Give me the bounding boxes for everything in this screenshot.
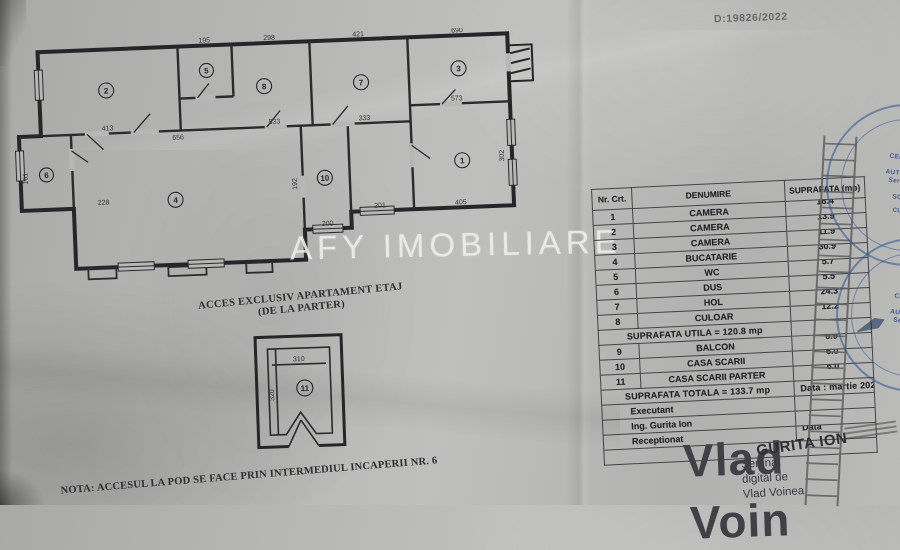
dim-201: 201 (374, 202, 386, 209)
paper-corner-shadow-bottomleft (0, 470, 46, 505)
attic-dim-310: 310 (293, 356, 305, 363)
dim-161: 161 (22, 173, 29, 185)
dim-573: 573 (451, 95, 463, 102)
handwritten-style-signature-cut: Voin (689, 493, 792, 549)
dim-333: 333 (358, 115, 370, 122)
room-number-8: 8 (262, 82, 267, 91)
room-number-3: 3 (456, 64, 461, 73)
dim-298: 298 (263, 35, 275, 42)
agency-watermark: AFY IMOBILIARE (289, 222, 622, 267)
room-number-1: 1 (460, 156, 465, 165)
room-number-5: 5 (204, 66, 209, 75)
dim-656: 656 (172, 134, 184, 141)
header-nr-crt: Nr. Crt. (591, 187, 633, 211)
paper-crease (566, 0, 592, 505)
attic-dim-320: 320 (269, 389, 276, 401)
attic-stair-plan: 310 320 11 (253, 333, 347, 450)
room-number-6: 6 (44, 171, 49, 180)
dim-533: 533 (269, 119, 281, 126)
room-number-11: 11 (300, 384, 309, 393)
digital-signature-text: Semnat digital de Vlad Voinea (741, 454, 805, 503)
paper-corner-shadow-topleft (0, 0, 26, 66)
dim-302: 302 (499, 150, 506, 162)
paper-left-edge-shadow (0, 0, 12, 505)
dim-228: 228 (98, 199, 110, 206)
dim-413: 413 (102, 125, 114, 132)
dim-192: 192 (292, 178, 299, 190)
stamp-line: SC TOP (892, 192, 900, 203)
room-number-10: 10 (320, 174, 330, 183)
document-reference-number: D:19826/2022 (713, 10, 788, 26)
room-number-2: 2 (104, 86, 109, 95)
dim-421: 421 (352, 31, 364, 38)
dim-405: 405 (455, 199, 467, 206)
room-number-4: 4 (173, 196, 178, 205)
apartment-floor-plan: 195 298 421 690 413 533 573 656 333 228 … (14, 28, 535, 281)
dim-195: 195 (198, 37, 210, 44)
dim-200: 200 (322, 220, 334, 227)
dim-690: 690 (451, 28, 463, 35)
room-number-7: 7 (359, 78, 364, 87)
